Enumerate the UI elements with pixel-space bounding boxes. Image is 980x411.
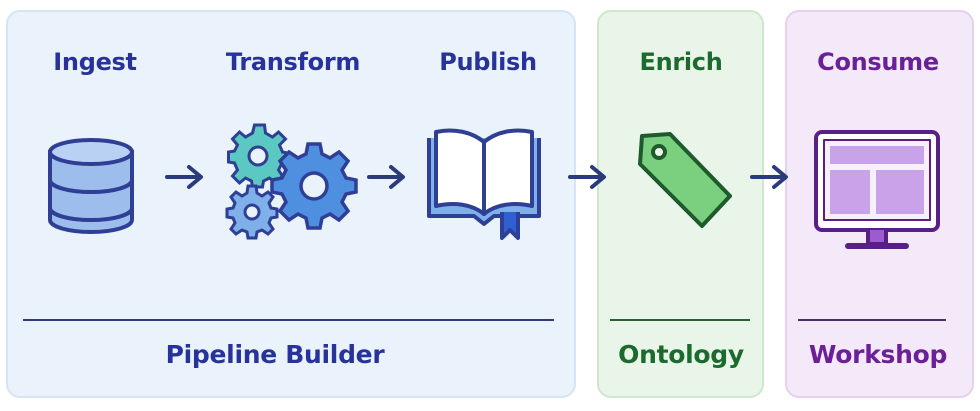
arrow-right-icon: [367, 165, 405, 189]
stage-label-enrich: Enrich: [639, 48, 723, 76]
divider: [23, 319, 554, 321]
monitor-icon: [814, 130, 940, 249]
divider: [610, 319, 750, 321]
stage-label-consume: Consume: [817, 48, 939, 76]
arrow-right-icon: [750, 165, 788, 189]
tag-icon: [638, 132, 732, 228]
book-icon: [427, 128, 541, 240]
arrow-right-icon: [568, 165, 606, 189]
stage-label-transform: Transform: [225, 48, 361, 76]
group-label-workshop: Workshop: [808, 340, 948, 369]
database-icon: [48, 138, 134, 234]
group-label-pipeline-builder: Pipeline Builder: [165, 340, 385, 369]
divider: [798, 319, 946, 321]
group-label-ontology: Ontology: [618, 340, 744, 369]
gears-icon: [225, 123, 358, 240]
arrow-right-icon: [165, 165, 203, 189]
stage-label-ingest: Ingest: [53, 48, 137, 76]
stage-label-publish: Publish: [439, 48, 537, 76]
